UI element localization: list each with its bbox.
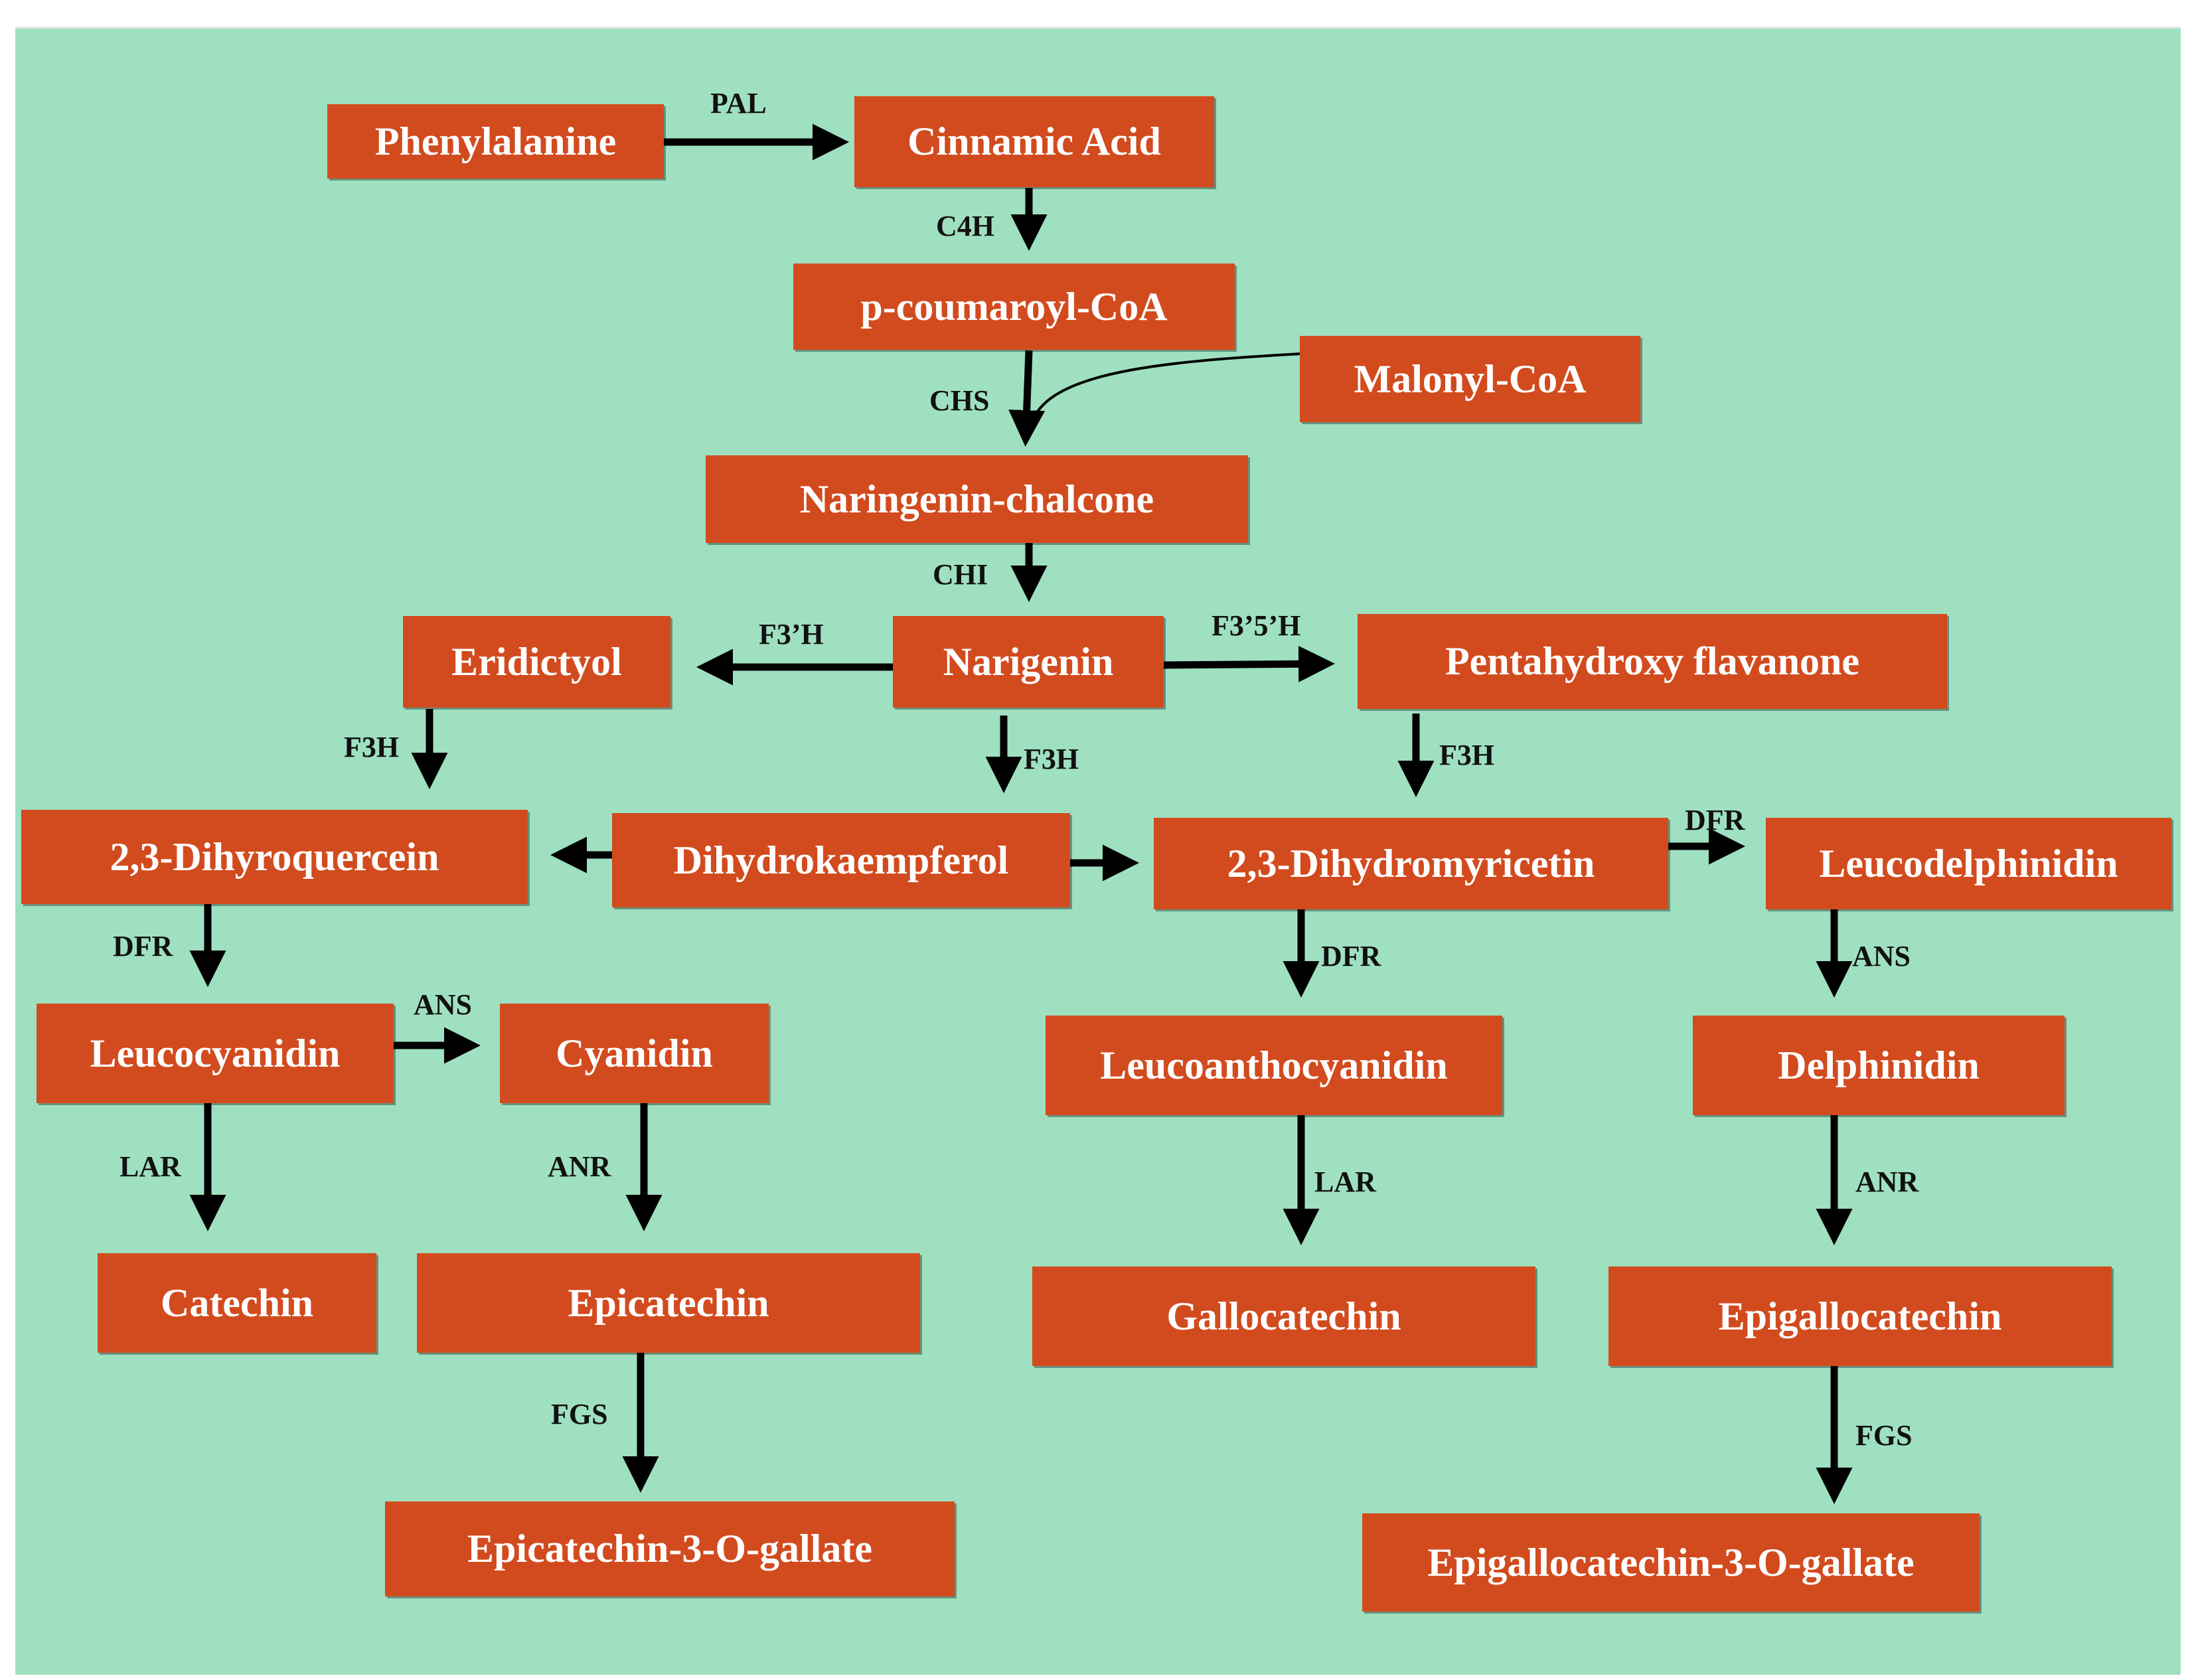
node-dihydroquercein: 2,3-Dihyroquercein xyxy=(21,810,528,904)
node-malonyl-coa: Malonyl-CoA xyxy=(1300,336,1640,422)
node-gallocatechin: Gallocatechin xyxy=(1032,1266,1535,1366)
node-leucocyanidin: Leucocyanidin xyxy=(37,1004,394,1103)
node-narigenin: Narigenin xyxy=(893,616,1164,708)
node-leucoanthocyanidin: Leucoanthocyanidin xyxy=(1046,1016,1502,1115)
enzyme-label-dfr-center: DFR xyxy=(1321,940,1381,972)
node-epicatechin-3-o-gallate: Epicatechin-3-O-gallate xyxy=(385,1501,955,1596)
curve-malonyl-to-chalcone xyxy=(1029,352,1300,432)
node-dihydromyricetin: 2,3-Dihydromyricetin xyxy=(1154,818,1668,909)
node-pentahydroxy-flavanone: Pentahydroxy flavanone xyxy=(1358,614,1947,709)
enzyme-label-pal: PAL xyxy=(710,87,767,119)
enzyme-label-anr-left: ANR xyxy=(548,1150,611,1183)
enzyme-label-lar-left: LAR xyxy=(119,1150,181,1183)
enzyme-label-fgs-right: FGS xyxy=(1855,1419,1913,1452)
enzyme-label-lar-right: LAR xyxy=(1314,1166,1376,1198)
node-epigallocatechin-3-o-gallate: Epigallocatechin-3-O-gallate xyxy=(1362,1513,1980,1612)
enzyme-label-ans-right: ANS xyxy=(1852,940,1911,972)
node-eridictyol: Eridictyol xyxy=(403,616,670,708)
enzyme-label-ans-left: ANS xyxy=(414,988,473,1021)
node-epigallocatechin: Epigallocatechin xyxy=(1608,1266,2112,1366)
arrow-coumaroyl-to-chalcone xyxy=(1008,350,1046,447)
enzyme-label-f3prime-h: F3’H xyxy=(759,618,824,650)
enzyme-label-chs: CHS xyxy=(929,384,990,417)
enzyme-label-anr-right: ANR xyxy=(1855,1166,1919,1198)
enzyme-label-f3h-left: F3H xyxy=(344,731,400,763)
enzyme-label-c4h: C4H xyxy=(936,210,994,242)
node-epicatechin: Epicatechin xyxy=(417,1253,920,1353)
node-catechin: Catechin xyxy=(98,1253,376,1353)
node-naringenin-chalcone: Naringenin-chalcone xyxy=(706,455,1248,543)
enzyme-label-dfr-left: DFR xyxy=(113,930,173,962)
arrow-narigenin-to-pentahydroxy xyxy=(1163,645,1335,682)
enzyme-label-f35-h: F3’5’H xyxy=(1212,609,1301,642)
node-p-coumaroyl-coa: p-coumaroyl-CoA xyxy=(793,264,1235,350)
enzyme-label-chi: CHI xyxy=(933,558,988,591)
node-delphinidin: Delphinidin xyxy=(1693,1016,2065,1115)
enzyme-label-dfr-right-top: DFR xyxy=(1685,804,1745,836)
node-cyanidin: Cyanidin xyxy=(500,1004,769,1103)
node-dihydrokaempferol: Dihydrokaempferol xyxy=(612,813,1070,907)
enzyme-label-f3h-right: F3H xyxy=(1439,739,1495,771)
node-leucodelphinidin: Leucodelphinidin xyxy=(1766,818,2171,909)
enzyme-label-f3h-center: F3H xyxy=(1024,743,1079,775)
enzyme-label-fgs-left: FGS xyxy=(551,1398,608,1430)
node-phenylalanine: Phenylalanine xyxy=(327,104,664,179)
node-cinnamic-acid: Cinnamic Acid xyxy=(854,96,1214,187)
